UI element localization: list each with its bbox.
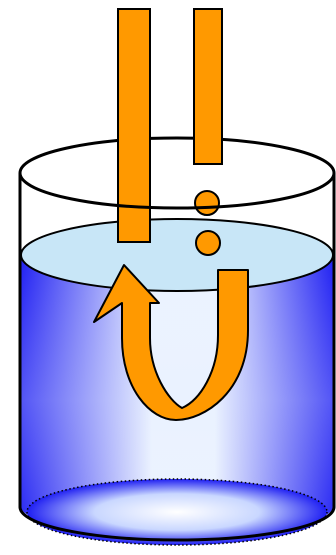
- u-turn-arrow-icon: [93, 264, 249, 421]
- beaker-bottom-seam: [26, 478, 328, 546]
- beaker-rim-back: [18, 136, 336, 174]
- beaker-bottom-outline: [18, 506, 336, 542]
- particle-lower-icon: [195, 230, 221, 256]
- liquid-surface: [20, 218, 334, 292]
- beaker-rim-front: [18, 172, 336, 210]
- left-tube: [117, 8, 151, 243]
- particle-upper-icon: [194, 190, 220, 216]
- liquid-bottom-glow: [27, 479, 327, 545]
- right-tube: [193, 8, 223, 165]
